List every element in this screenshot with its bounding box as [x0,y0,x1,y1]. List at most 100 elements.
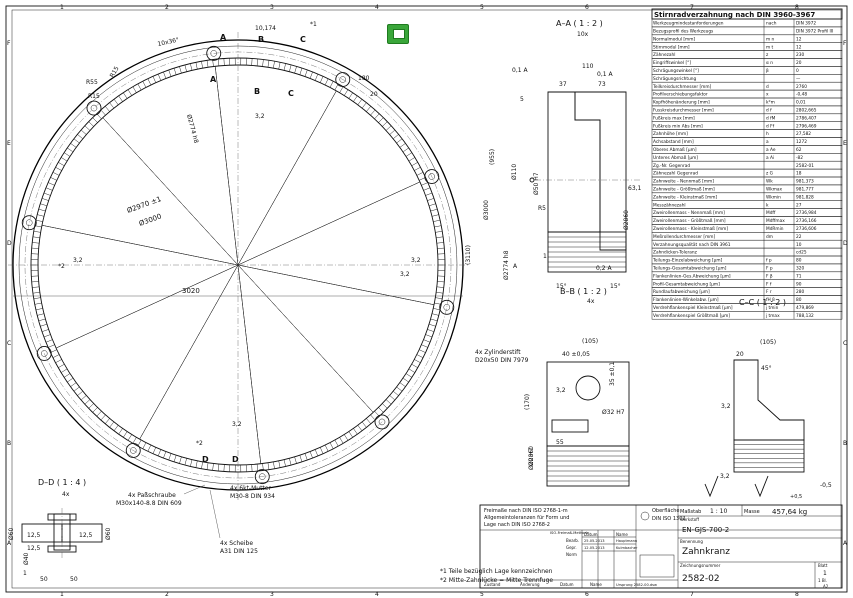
gear-tooth [353,428,358,435]
gear-tooth [201,461,203,469]
dim-label: Ø3000 [483,200,490,220]
gear-tooth [366,106,372,112]
gear-tooth [273,461,275,469]
nut-label: 4x 6kt-Mutter [230,485,271,492]
gear-tooth [382,403,388,409]
gear-tooth [267,462,270,470]
gear-tooth [431,214,439,217]
gear-tooth [206,60,209,68]
surface-label: Oberfläche [652,508,679,514]
section-aa-title: A–A ( 1 : 2 ) [556,19,603,28]
roughness-2: 3,2 [411,257,421,264]
pin-label: 4x Zylinderstift [475,349,521,356]
lug-hole [259,473,266,480]
app-icon[interactable] [387,24,409,44]
gear-tooth [416,172,424,176]
gear-tooth [385,399,392,405]
edge-tolerance-2: +0,5 [790,494,802,500]
gear-table-symbol: j tmin [765,305,779,311]
gear-table-param: Schrägungswinkel [°] [653,68,699,74]
ray-line [237,181,421,266]
gear-tooth [104,418,110,424]
gear-table-param: Meßrollendurchmesser [mm] [653,234,715,240]
gear-tooth [55,167,62,171]
gear-tooth [184,64,187,72]
ray-line [102,117,239,266]
border-letter-right: C [843,340,847,347]
gear-table-symbol: m t [766,44,774,50]
gear-tooth [35,219,43,222]
gear-tooth [430,208,438,212]
cc-profile [733,359,805,441]
tb-row2-date: 12.05.2013 [584,546,605,550]
gear-tooth [109,102,115,109]
gear-table-param: Werkzeugmindestanforderungen [653,21,724,27]
dim-label: (955) [489,149,496,165]
ray-line [214,66,239,266]
callout-leader-1 [183,484,206,495]
gear-table-param: Unteres Abmaß [µm] [653,155,698,161]
pin-spec: D20x50 DIN 7979 [475,357,529,364]
gear-table-symbol: F β [766,273,773,279]
gear-tooth [88,121,94,127]
section-mark-d: D [202,455,209,464]
section-mark-a: A [210,75,217,84]
border-letter-right: D [843,240,848,247]
gear-table-symbol: Mdffmax [766,218,785,224]
border-letter-left: D [7,240,12,247]
gear-tooth [173,455,177,462]
gear-tooth [45,187,53,191]
gear-tooth [179,66,182,74]
gear-tooth [58,162,65,167]
gear-tooth [278,62,281,70]
lug-hole [378,418,386,426]
university-logo-icon [639,554,675,578]
gear-tooth [299,455,303,462]
gear-tooth [132,86,137,93]
washer-label: 4x Scheibe [220,540,253,547]
tb-row1-date: 25.05.2013 [584,539,605,543]
gear-tooth [32,236,40,239]
gear-tooth [437,281,445,283]
border-letter-left: C [7,340,11,347]
ref-tooth-dim: 10,174 [255,25,276,32]
gear-table-param: Zweirollenmass - Größtmaß [mm] [653,218,726,224]
dim-180: 180 [358,75,370,82]
bb-pin [551,419,589,433]
gear-tooth [433,219,441,222]
gear-tooth [147,78,152,86]
gear-tooth [96,410,102,417]
tolerance-line-2: Allgemeintoleranzen für Form und [484,515,569,521]
gear-table-param: Teilungs-Gesamtabweichung [µm] [652,266,727,272]
gear-tooth [113,425,119,431]
gear-tooth [77,391,84,396]
gear-tooth [64,373,71,378]
dim-label: (170) [524,394,531,410]
sheet-label: Blatt [818,563,828,568]
gear-tooth [32,291,40,294]
bb-pin-hole [575,375,601,401]
gear-tooth [33,297,41,300]
tb-name-header: Name [616,532,628,537]
gear-tooth [329,442,334,449]
gear-tooth [289,458,292,466]
gear-tooth [425,192,433,196]
gear-tooth [309,71,313,79]
gear-table-param: Zweirollenmass - Kleinstmaß [mm] [653,226,728,232]
gear-tooth [423,187,431,191]
gear-table-symbol: f p [766,258,772,264]
ray-line [237,90,337,266]
gear-table-value: 479,869 [796,305,814,311]
gear-table-param: Zähnezahl Gegenrad [653,171,698,177]
gear-tooth [421,344,428,348]
bolt-lugs [21,45,455,485]
gear-tooth [67,147,74,153]
gear-tooth [195,460,198,468]
gear-tooth [118,95,123,102]
scale-label: Maßstab [680,509,701,515]
projection-symbol-icon [640,511,650,521]
ray-line [55,264,239,349]
dim-label: 15° [556,283,567,290]
